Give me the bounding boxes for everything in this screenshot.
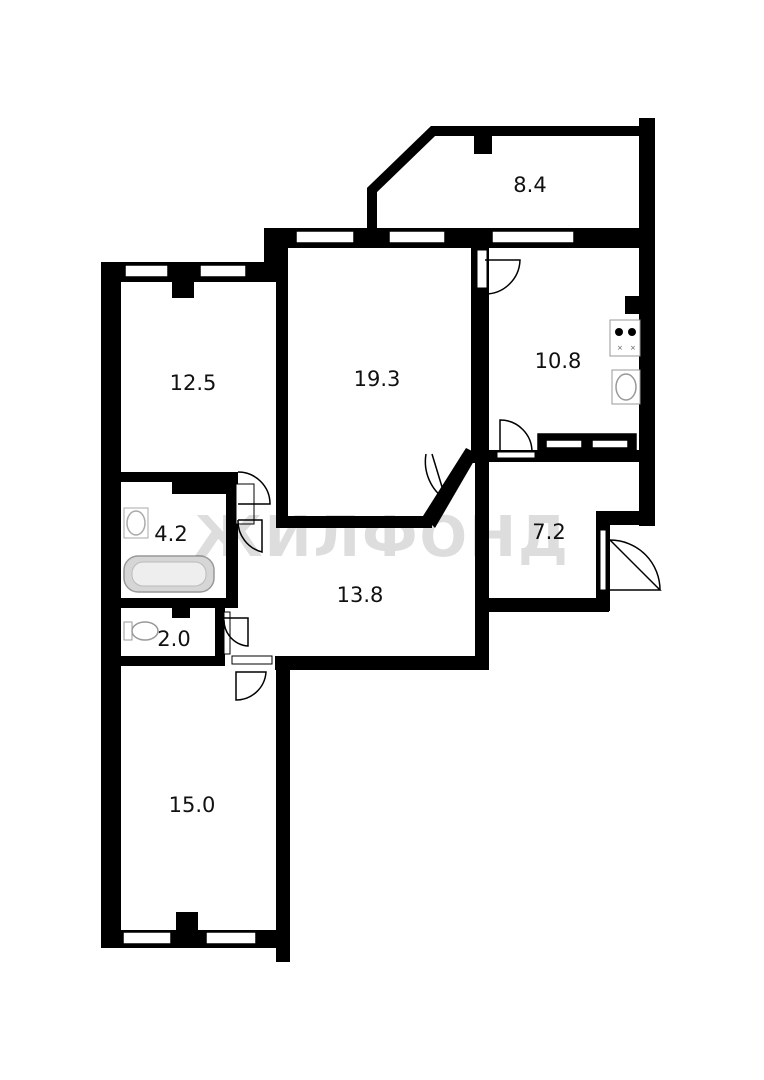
svg-text:×: ×	[630, 344, 636, 352]
room-area-center: 19.3	[354, 367, 401, 391]
sink-icon	[611, 369, 641, 405]
balcony-wall	[367, 126, 645, 228]
window	[491, 230, 575, 244]
kitchen-counter	[537, 433, 637, 453]
room-area-balcony: 8.4	[513, 173, 546, 197]
watermark: ЖИЛФОНД	[194, 505, 570, 570]
washbasin-icon	[123, 507, 149, 539]
door-swings	[223, 259, 662, 701]
room-area-entry: 7.2	[532, 520, 565, 544]
window	[205, 931, 257, 945]
window	[388, 230, 446, 244]
room-area-hall: 13.8	[337, 583, 384, 607]
bathtub-icon	[123, 555, 215, 593]
svg-text:×: ×	[617, 344, 623, 352]
window	[124, 264, 169, 278]
room-area-kitchen: 10.8	[535, 349, 582, 373]
window	[295, 230, 355, 244]
room-area-left: 12.5	[170, 371, 217, 395]
room-area-bottom: 15.0	[169, 793, 216, 817]
stove-icon: × ×	[609, 319, 641, 357]
windows	[122, 230, 575, 945]
room-area-bathroom: 4.2	[154, 522, 187, 546]
toilet-icon	[123, 621, 159, 641]
window	[122, 931, 172, 945]
window	[199, 264, 247, 278]
room-area-toilet: 2.0	[157, 627, 190, 651]
